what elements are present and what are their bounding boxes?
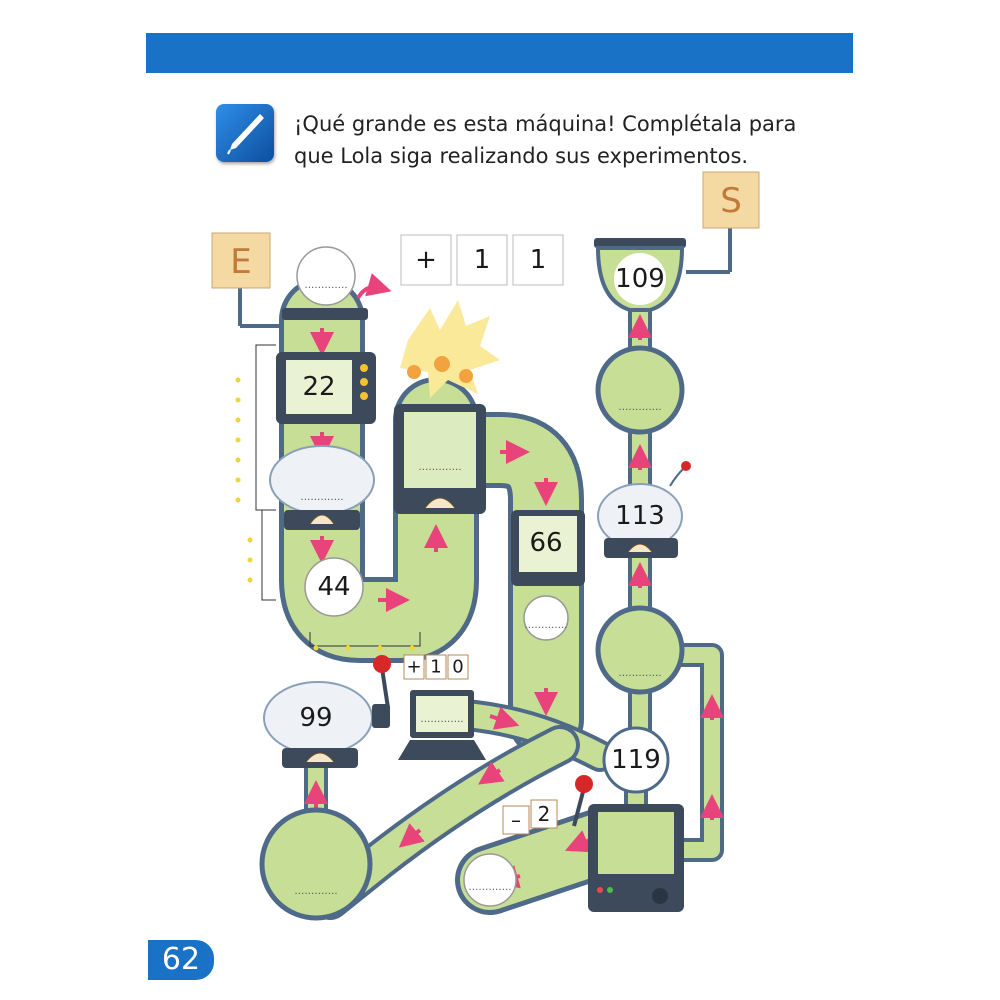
arrow [564, 830, 592, 853]
value-99: 99 [299, 703, 332, 733]
instruction-text: ¡Qué grande es esta máquina! Complétala … [294, 108, 797, 172]
energy-burst-icon [400, 300, 500, 398]
rule-lever-1-digit-1: 1 [430, 657, 441, 678]
header-bar [146, 33, 853, 73]
device-66: 66 [511, 510, 585, 586]
value-109: 109 [615, 264, 665, 294]
answer-flask-right-2[interactable] [595, 605, 685, 695]
bulb-blank-1[interactable]: …………. [269, 445, 375, 530]
lever-knob-icon[interactable] [575, 775, 593, 793]
rule-main-digit-1: 1 [474, 245, 491, 275]
lever-knob-icon[interactable] [373, 655, 391, 673]
lever-stick [380, 667, 390, 709]
exit-sign: S [686, 171, 760, 274]
blank-dots: …………. [524, 620, 567, 631]
wiring [255, 344, 421, 647]
tube-cap [282, 308, 368, 320]
antenna-icon [681, 461, 691, 471]
blank-dots: …………. [304, 280, 347, 291]
answer-flask-bottom-left[interactable] [259, 807, 373, 921]
rule-main-sign: + [415, 245, 437, 275]
blank-dots: …………. [300, 492, 343, 503]
value-22: 22 [302, 372, 335, 402]
monitor-22: 22 [276, 352, 376, 424]
rule-lever-1: + 1 0 [403, 654, 469, 680]
rule-lever-2-digit-1: 2 [538, 802, 551, 826]
rule-lever-2-sign: – [511, 808, 521, 832]
rule-lever-2: – 2 [502, 799, 558, 835]
value-113: 113 [615, 501, 665, 531]
page-number: 62 [148, 940, 214, 980]
blank-dots: …………. [420, 714, 463, 725]
rule-main-digit-2: 1 [530, 245, 547, 275]
laptop-blank[interactable]: …………. [398, 690, 486, 760]
blank-dots: …………. [418, 462, 461, 473]
bulb-119 [602, 726, 670, 794]
blank-dots: …………. [294, 886, 337, 897]
answer-circle-bottom[interactable] [463, 853, 517, 907]
machine-bottom-right [588, 804, 684, 912]
rule-lever-1-sign: + [406, 657, 421, 678]
value-66: 66 [529, 528, 562, 558]
blank-dots: …………. [618, 668, 661, 679]
bulb-99: 99 [263, 681, 390, 768]
rule-main: + 1 1 [400, 234, 564, 286]
exit-letter: S [720, 181, 742, 221]
rule-lever-1-digit-2: 0 [452, 657, 463, 678]
curved-arrow-icon [356, 273, 392, 300]
answer-circle-start[interactable] [296, 246, 356, 306]
instruction-line-1: ¡Qué grande es esta máquina! Complétala … [294, 112, 797, 136]
value-119: 119 [611, 745, 661, 775]
arrow [398, 823, 425, 848]
bulb-44 [304, 557, 364, 617]
pencil-icon [216, 104, 274, 162]
instruction-line-2: que Lola siga realizando sus experimento… [294, 144, 749, 168]
value-44: 44 [317, 572, 350, 602]
funnel-109: 109 [594, 238, 686, 312]
blank-dots: …………. [618, 402, 661, 413]
entry-letter: E [230, 242, 251, 282]
entry-sign: E [211, 232, 282, 328]
bulb-113: 113 [597, 461, 691, 558]
arrow [489, 706, 520, 730]
wiring-lights [235, 377, 415, 651]
arrow [478, 761, 505, 785]
answer-flask-right-1[interactable] [595, 345, 685, 435]
blank-dots: …………. [468, 882, 511, 893]
monitor-blank-top[interactable]: …………. [394, 404, 486, 514]
answer-circle-after-66[interactable] [523, 595, 569, 641]
lever-stick [572, 787, 586, 827]
